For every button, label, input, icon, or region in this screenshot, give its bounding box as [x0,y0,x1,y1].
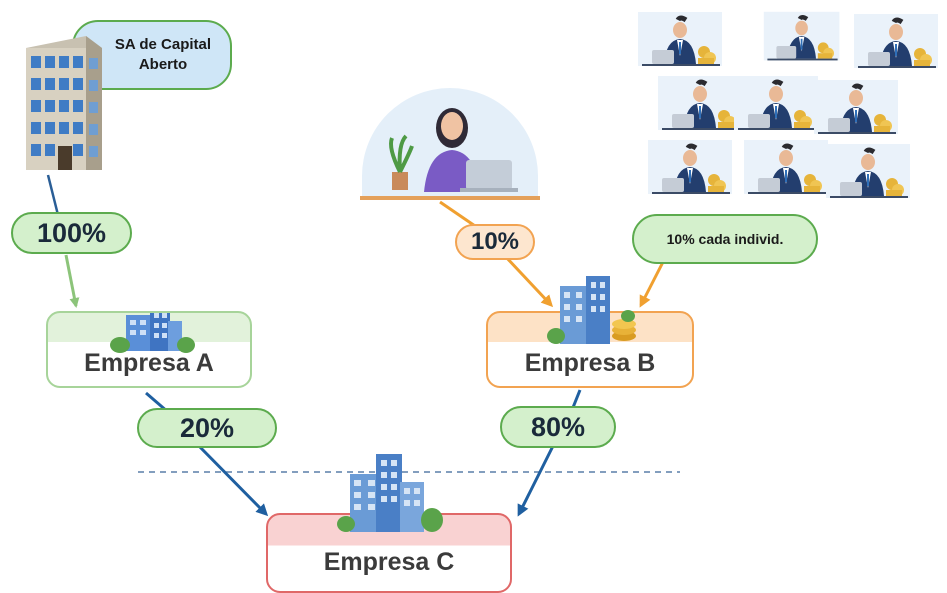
sa-label-line1: SA de Capital [114,36,212,53]
edge-sa-to-pct [46,174,60,216]
empresa-a-label: Empresa A [84,349,214,377]
office-building-icon [26,36,102,170]
desk-line [360,196,540,200]
edge-pct-to-empresa-a [64,254,80,308]
empresa-c-label: Empresa C [323,548,455,576]
businesswoman-icon [389,108,518,192]
empresa-b-label: Empresa B [524,349,656,377]
coins-icon [612,310,636,341]
edge-pct-to-empresa-c-right [517,445,555,517]
edge-label-a-to-c: 20% [137,408,277,448]
empresa-b-card: Empresa B [486,311,694,388]
individuals-label-bubble: 10% cada individ. [632,214,818,264]
edge-label-sa-to-a: 100% [11,212,132,254]
edge-individuals-to-empresa-b [639,261,665,308]
building-with-coins-icon [547,276,636,344]
businesswoman-scene [362,88,538,198]
connector-layer [46,174,680,517]
building-icon [110,313,195,353]
empresa-a-card: Empresa A [46,311,252,388]
edge-woman-to-pct [439,200,479,230]
individuals-grid [636,10,944,200]
edge-pct-to-empresa-b [503,254,554,308]
edge-label-b-to-c: 80% [500,406,616,448]
building-icon [337,454,443,532]
edge-pct-to-empresa-c-left [194,441,269,517]
edge-label-woman-to-b: 10% [455,224,535,260]
sa-label-line2: Aberto [138,56,188,73]
businessman-grid [636,10,944,200]
